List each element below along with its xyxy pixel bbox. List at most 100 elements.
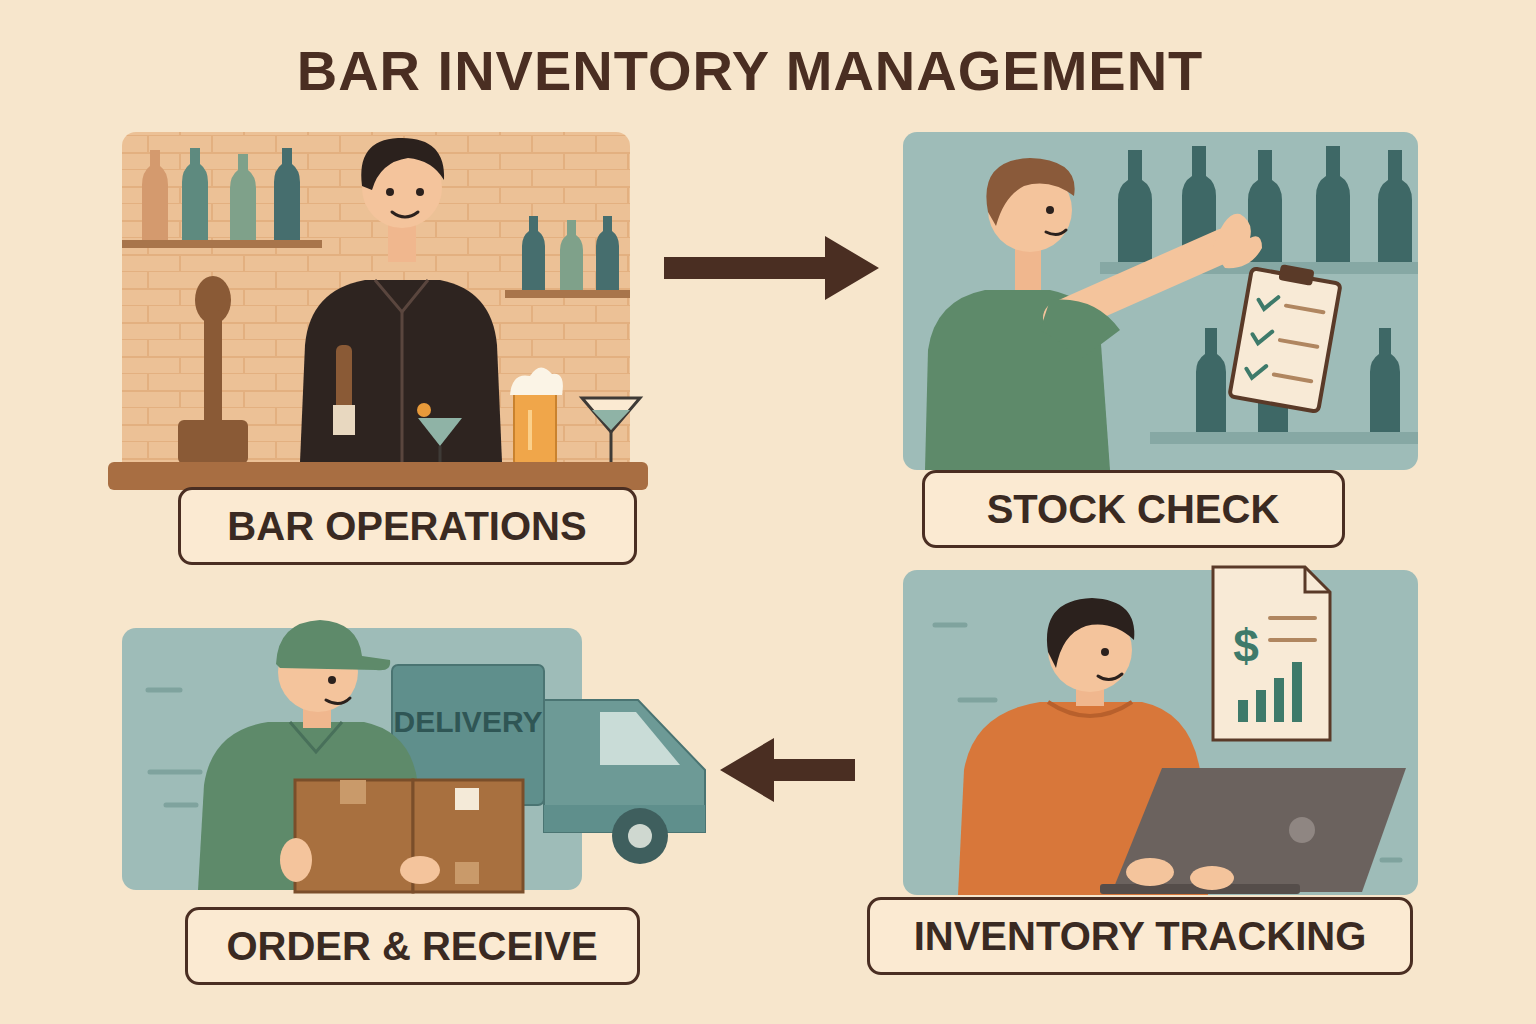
bottles-part — [274, 148, 300, 240]
laptop-part — [1190, 866, 1234, 890]
bar-scene-part — [122, 240, 322, 248]
drinks-part — [510, 367, 563, 395]
delivery-person-part — [326, 698, 350, 704]
delivery-person — [198, 620, 523, 892]
stock-clerk-part — [1046, 206, 1054, 214]
delivery-person-part — [295, 780, 413, 892]
delivery-person-part — [328, 676, 336, 684]
flow-arrow — [720, 738, 855, 802]
delivery-scene — [122, 620, 705, 892]
bottles-part — [182, 148, 208, 240]
analyst-part — [1101, 648, 1109, 656]
flow-arrow — [664, 236, 879, 300]
bartender-part — [392, 212, 418, 217]
bottles-part — [1196, 328, 1226, 432]
clipboard-part — [1229, 268, 1340, 412]
stock-clerk-part — [1212, 214, 1262, 269]
drinks-part — [418, 418, 462, 446]
delivery-person-part — [455, 788, 479, 810]
stock-clerk — [925, 158, 1262, 470]
bartender-part — [336, 345, 352, 415]
bartender-part — [401, 312, 404, 462]
diagram-title: BAR INVENTORY MANAGEMENT — [297, 38, 1204, 103]
drinks-part — [514, 390, 556, 465]
step-label: INVENTORY TRACKING — [867, 897, 1413, 975]
stock-clerk-part — [1040, 299, 1120, 360]
stock-clerk-part — [1046, 230, 1066, 235]
currency-sign: $ — [1233, 619, 1259, 673]
drinks — [417, 367, 640, 470]
report-document-part — [1238, 700, 1248, 722]
stock-clerk-part — [986, 158, 1074, 226]
report-document-part — [1305, 567, 1330, 592]
bartender — [300, 138, 502, 462]
delivery-scene-part — [148, 690, 200, 805]
report-document — [1213, 567, 1330, 740]
bartender-part — [300, 280, 502, 462]
stock-scene-part — [903, 132, 1418, 470]
step-label: STOCK CHECK — [922, 470, 1345, 548]
bar-scene-part — [122, 132, 630, 490]
analyst-part — [1047, 598, 1134, 668]
bottles-part — [1378, 150, 1412, 262]
delivery-person-part — [276, 620, 390, 670]
bottles-part — [1370, 328, 1400, 432]
clipboard-part — [1274, 306, 1324, 382]
drinks-part — [417, 403, 431, 417]
process-step: BAR OPERATIONS — [108, 130, 648, 570]
laptop-part — [1289, 817, 1315, 843]
bartender-part — [333, 405, 355, 435]
bar-counter — [108, 462, 648, 490]
bottles-part — [230, 154, 256, 240]
report-document-part — [1292, 662, 1302, 722]
truck-lettering: DELIVERY — [394, 705, 543, 739]
laptop — [1100, 768, 1406, 894]
bar-scene — [108, 132, 648, 490]
report-document-part — [1270, 618, 1315, 640]
bottles-part — [560, 220, 583, 290]
bar-scene-part — [122, 132, 630, 490]
bottles-part — [142, 150, 168, 240]
report-document-part — [1274, 678, 1284, 722]
stock-scene-part — [1150, 432, 1418, 444]
bartender-part — [375, 280, 428, 312]
clipboard — [1229, 259, 1342, 412]
delivery-truck-part — [600, 712, 680, 765]
report-document-part — [1256, 690, 1266, 722]
bottles — [142, 148, 630, 298]
step-label: ORDER & RECEIVE — [185, 907, 640, 985]
bartender-part — [416, 188, 424, 196]
bartender-part — [361, 138, 444, 190]
delivery-person-part — [455, 862, 479, 884]
delivery-truck-part — [628, 824, 652, 848]
drinks-part — [528, 410, 532, 450]
bartender-part — [386, 188, 394, 196]
delivery-person-part — [400, 856, 440, 884]
process-step: INVENTORY TRACKING — [867, 565, 1418, 980]
step-label: BAR OPERATIONS — [178, 487, 637, 565]
delivery-person-part — [280, 838, 312, 882]
beer-tap-part — [204, 310, 222, 425]
bottles-part — [1118, 150, 1152, 262]
bottles-part — [1316, 146, 1350, 262]
beer-tap-part — [178, 420, 248, 464]
drinks-part — [582, 398, 640, 432]
delivery-truck-part — [544, 700, 705, 832]
laptop-part — [1112, 768, 1406, 892]
drinks-part — [592, 410, 630, 430]
delivery-truck-part — [612, 808, 668, 864]
process-step: ORDER & RECEIVE — [122, 628, 705, 990]
bottles-part — [505, 290, 630, 298]
analyst-part — [1098, 674, 1122, 680]
tracking-scene-part — [903, 570, 1418, 895]
drinks-part — [439, 446, 442, 462]
clipboard-part — [1278, 264, 1314, 286]
tracking-scene — [903, 567, 1418, 895]
stock-scene — [903, 132, 1418, 470]
laptop-part — [1126, 858, 1174, 886]
process-step: STOCK CHECK — [903, 130, 1418, 555]
delivery-person-part — [340, 780, 366, 804]
